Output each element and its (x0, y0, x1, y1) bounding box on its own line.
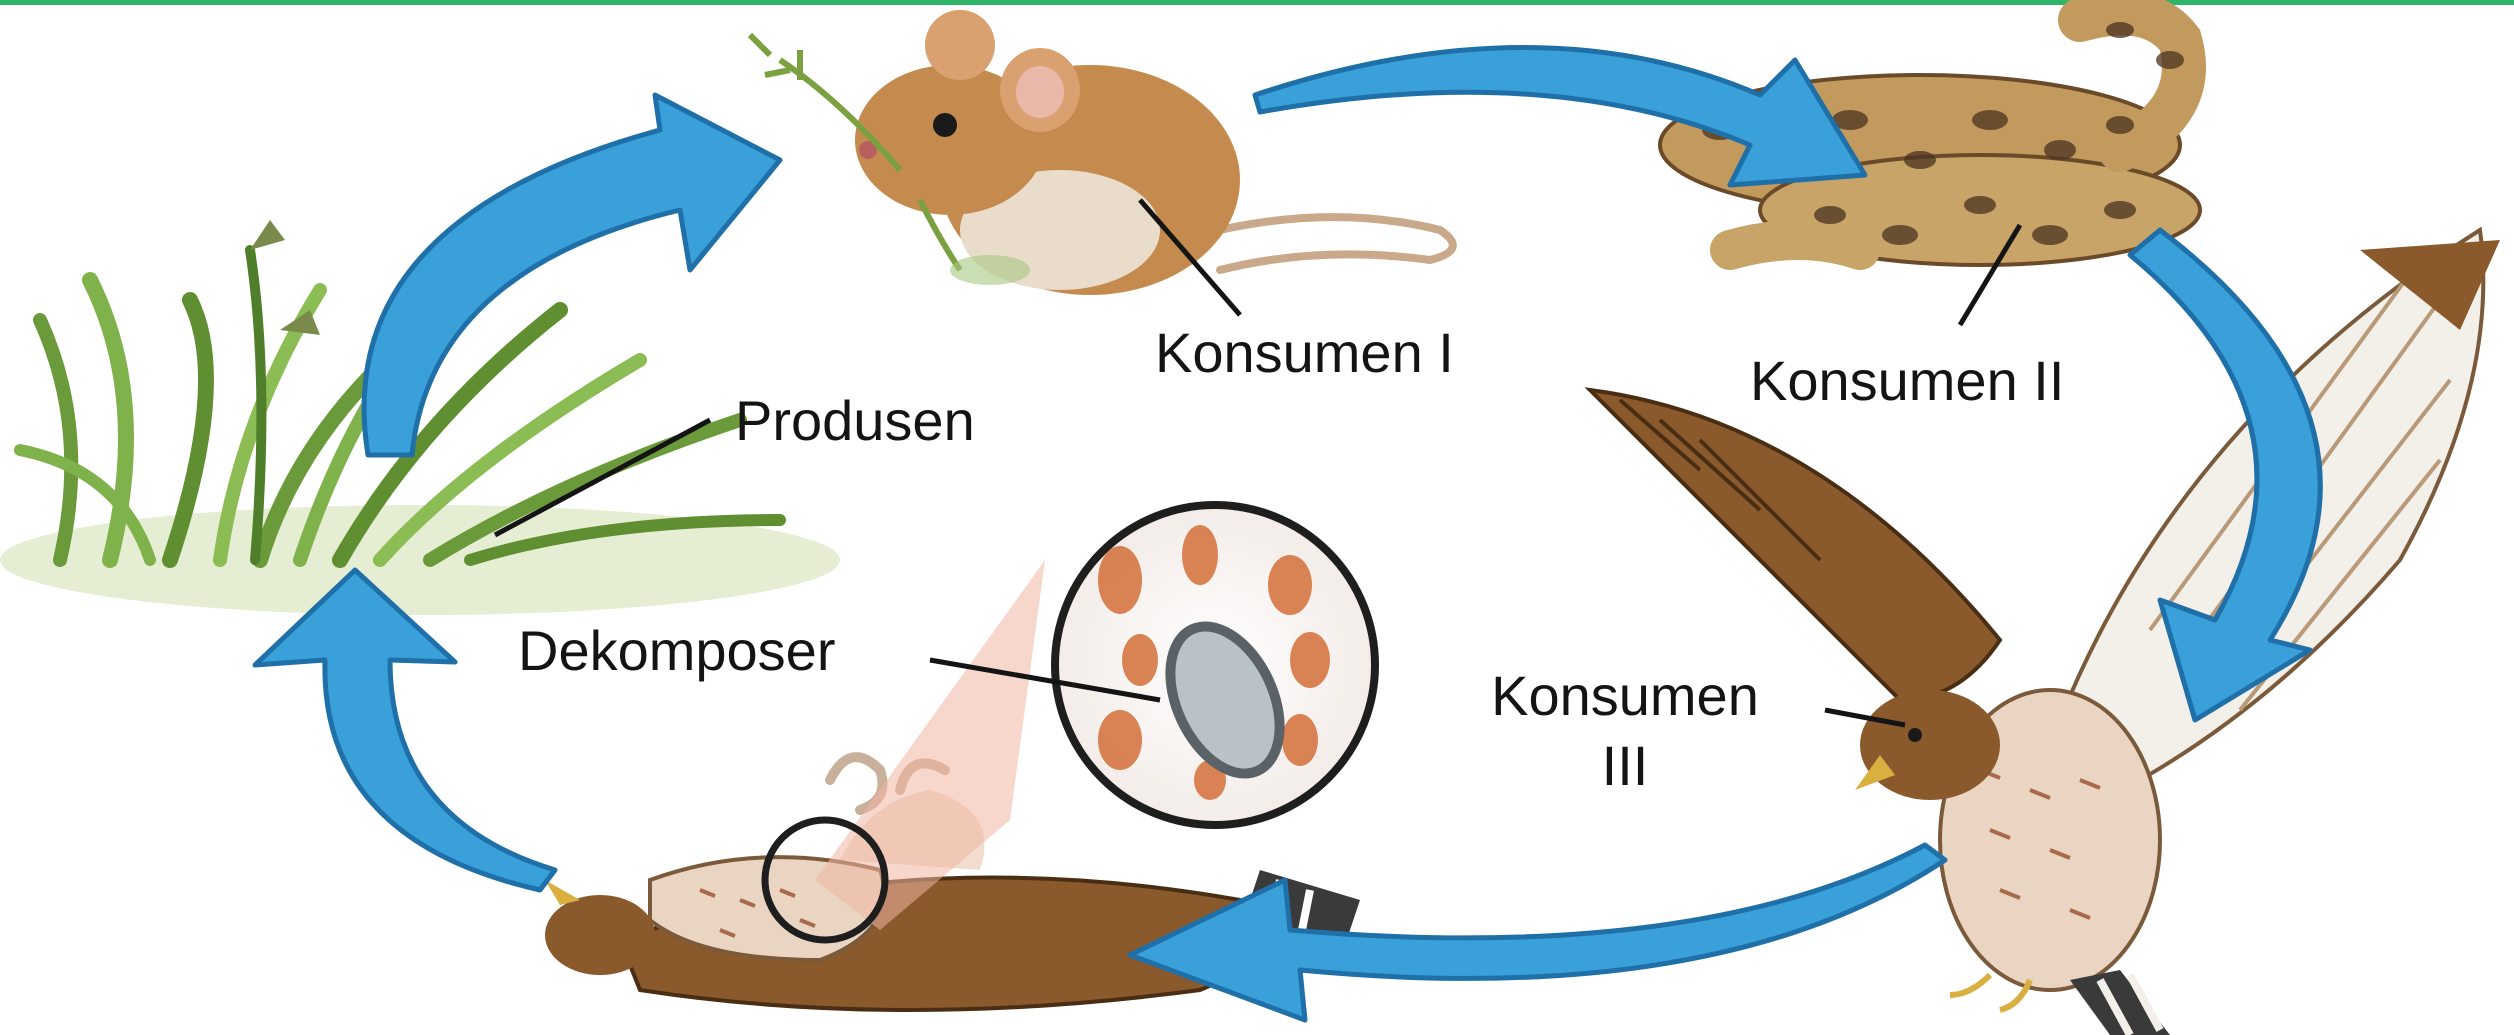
label-konsumen3-line1: Konsumen (1491, 664, 1759, 727)
arrow-konsumen1-to-konsumen2 (1255, 48, 1865, 186)
arrow-dekomposer-to-produsen (255, 570, 555, 890)
label-konsumen1: Konsumen I (1155, 321, 1454, 384)
decomposer-zoom-circle (1055, 505, 1375, 825)
zoom-cone (815, 560, 1045, 930)
label-dekomposer: Dekomposer (518, 619, 835, 682)
arrow-konsumen3-to-dekomposer (1130, 845, 1945, 1020)
mouse-illustration (750, 10, 1453, 295)
label-konsumen2: Konsumen II (1750, 349, 2064, 412)
label-produsen: Produsen (735, 389, 975, 452)
label-konsumen3-line2: III (1602, 734, 1649, 797)
